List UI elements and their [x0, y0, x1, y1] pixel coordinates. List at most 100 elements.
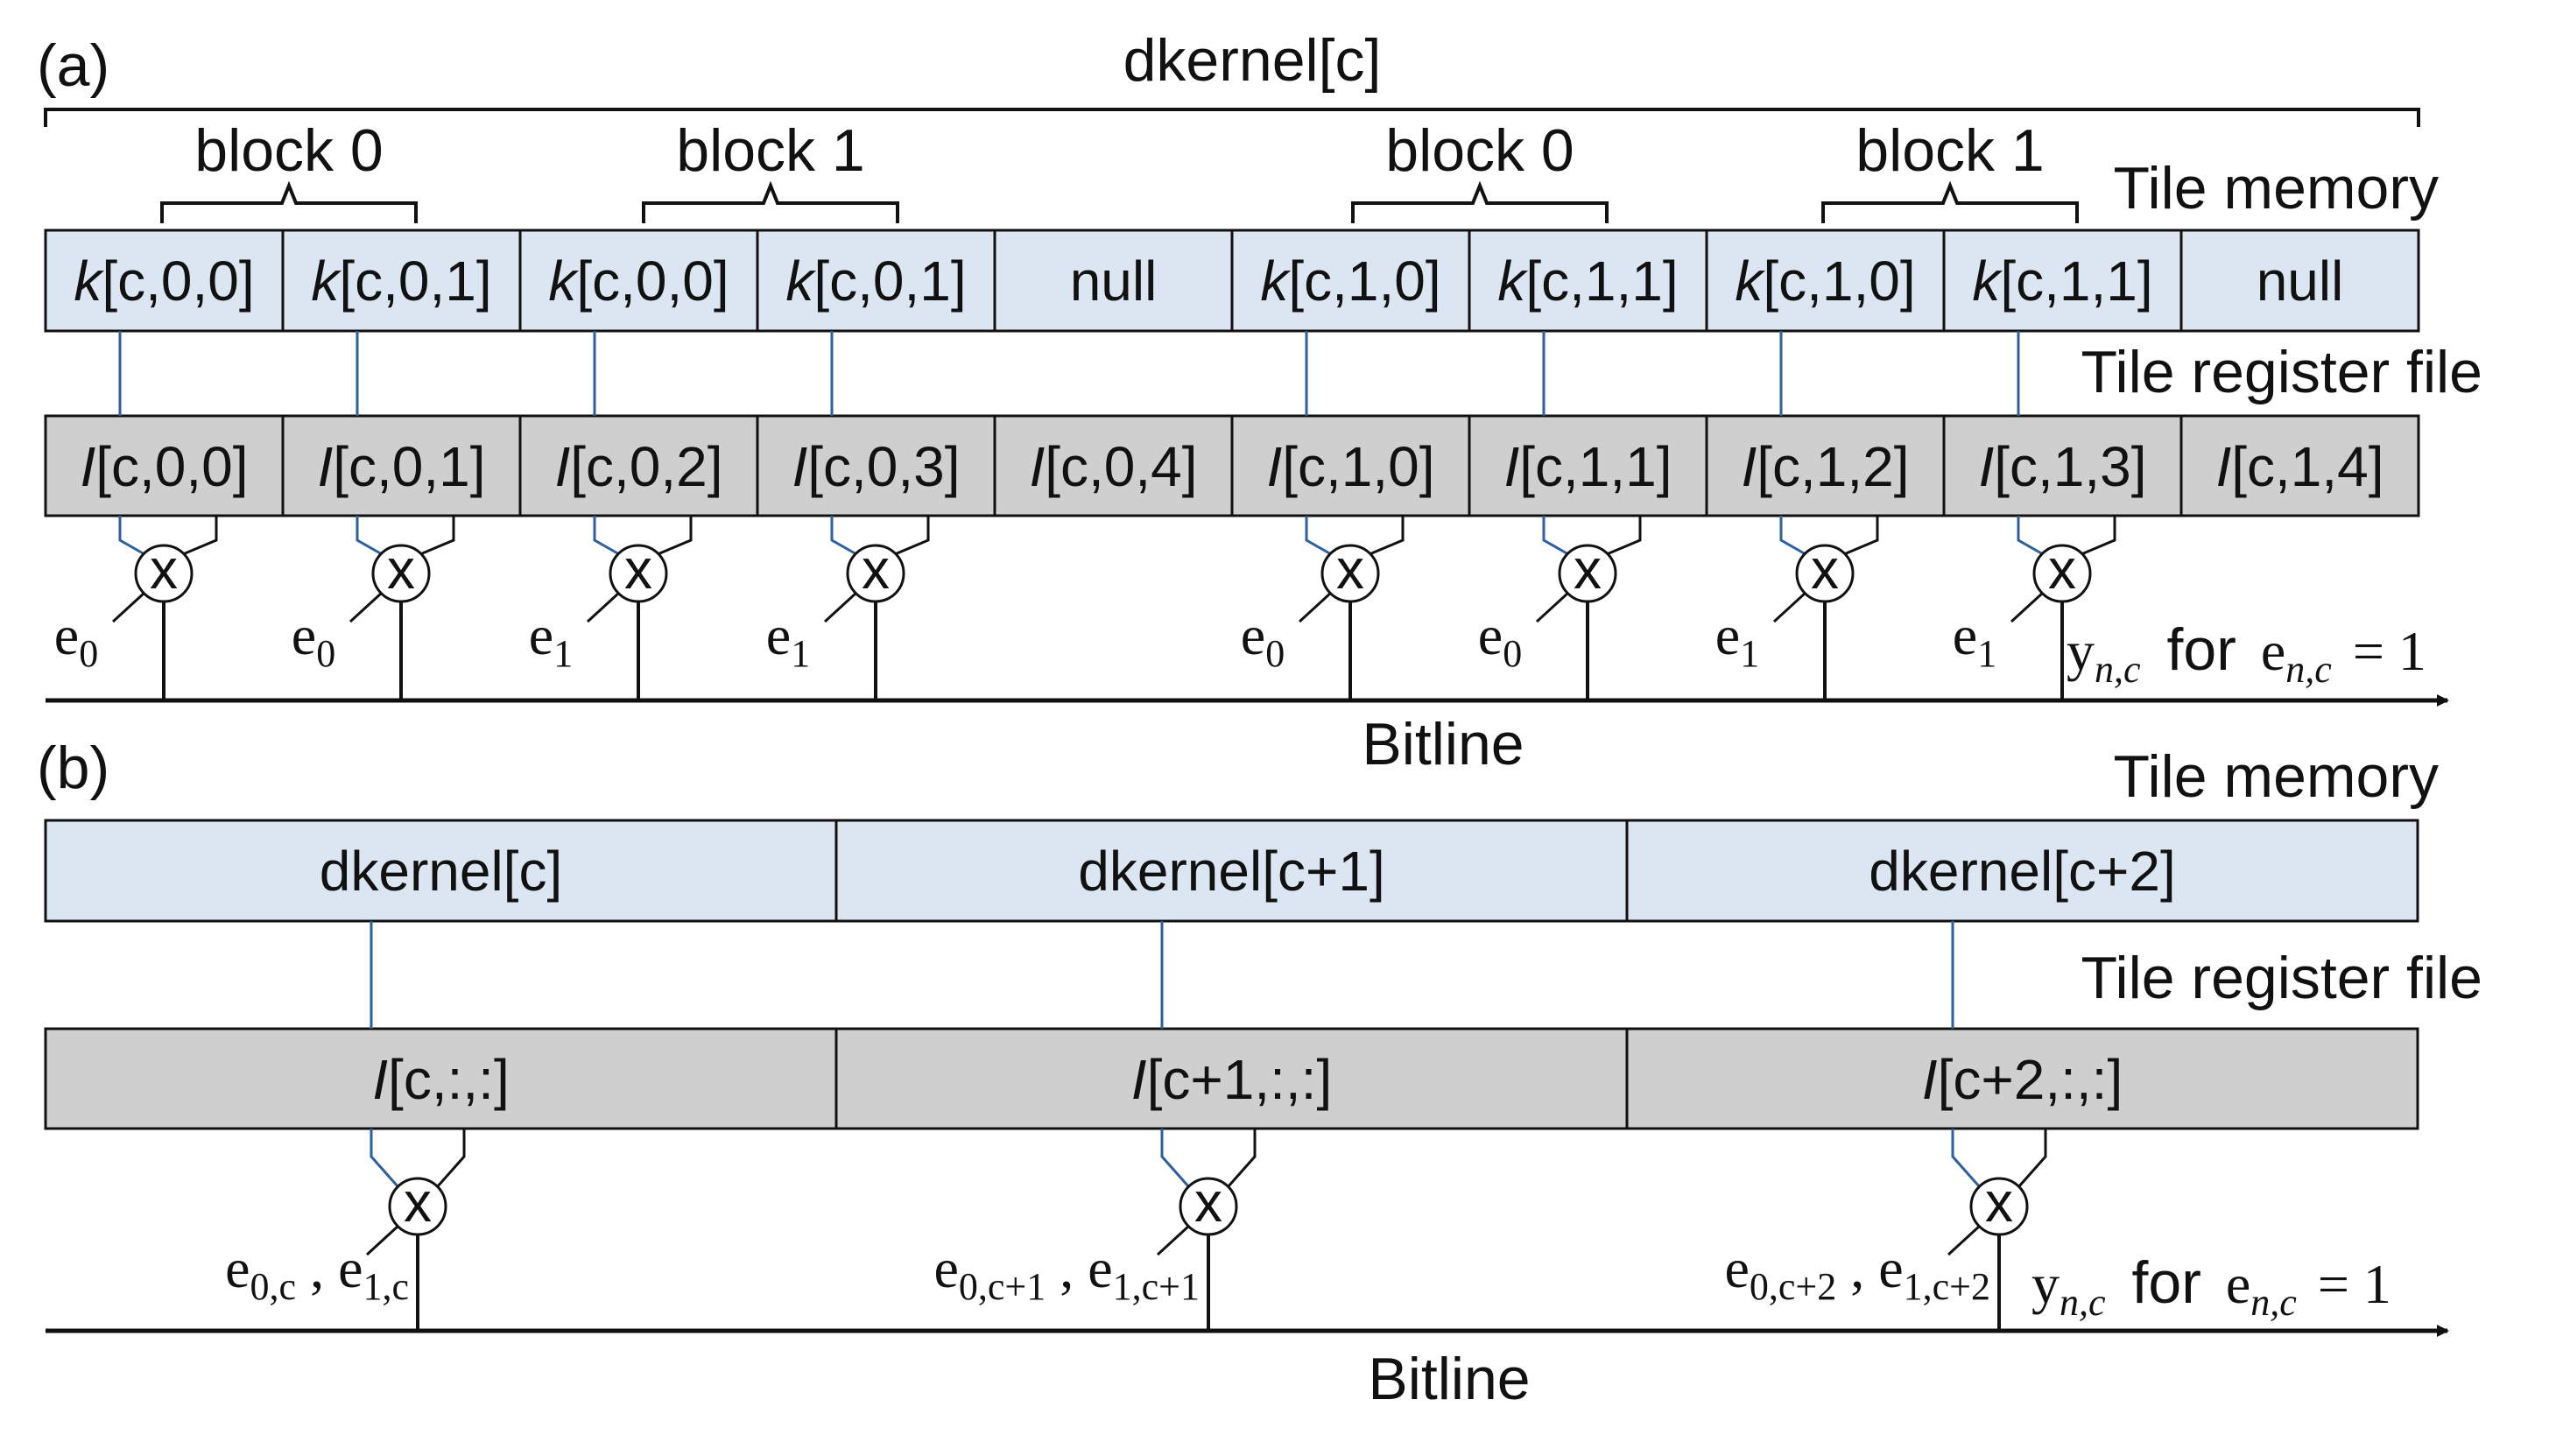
input-line — [419, 516, 455, 556]
memory-cell — [44, 819, 838, 923]
register-cell-label: I[c,0,3] — [792, 435, 960, 498]
dkernel-brace-label: dkernel[c] — [1123, 27, 1382, 94]
multiplier-symbol: x — [1574, 538, 1602, 601]
input-line — [657, 516, 693, 556]
block-label: block 0 — [194, 117, 383, 184]
memory-cell — [518, 229, 759, 333]
panel-a: (a) dkernel[c] Tile memory Tile register… — [37, 27, 2482, 777]
memory-cell — [1705, 229, 1946, 333]
register-cell — [834, 1027, 1629, 1130]
register-cell-label: I[c+2,:,:] — [1922, 1048, 2123, 1111]
register-cell — [1230, 414, 1471, 517]
register-cell — [1625, 1027, 2419, 1130]
enable-label: e1 — [766, 604, 810, 675]
memory-cell — [2179, 229, 2420, 333]
input-line — [2017, 1129, 2047, 1188]
register-cell-label: I[c,0,2] — [554, 435, 722, 498]
memory-cell-label: k[c,1,1] — [1497, 250, 1678, 313]
register-cell — [1468, 414, 1708, 517]
multiplier-symbol: x — [2048, 538, 2076, 601]
memory-cell-label: k[c,1,1] — [1972, 250, 2152, 313]
memory-cell — [1942, 229, 2183, 333]
memory-cell-label: k[c,1,0] — [1735, 250, 1915, 313]
enable-label: e0,c , e1,c — [225, 1237, 409, 1308]
enable-line — [111, 591, 146, 623]
enable-label: e1 — [1953, 604, 1996, 675]
enable-line — [1156, 1224, 1191, 1256]
panel-b: (b) Tile memory Tile register file dkern… — [37, 735, 2482, 1412]
block-brace — [642, 180, 899, 223]
multiplier-symbol: x — [862, 538, 890, 601]
input-line — [1606, 516, 1642, 556]
block-braces: block 0 block 1 block 0 block 1 — [160, 117, 2079, 223]
kernel-input-line — [1779, 516, 1806, 556]
kernel-input-line — [1542, 516, 1569, 556]
memory-cell-label: null — [2257, 250, 2344, 313]
tile-register-row-a: I[c,0,0]I[c,0,1]I[c,0,2]I[c,0,3]I[c,0,4]… — [44, 414, 2420, 517]
multiplier-symbol: x — [1194, 1171, 1222, 1234]
memory-cell — [993, 229, 1234, 333]
multiplier-symbol: x — [1985, 1171, 2013, 1234]
enable-label: e1 — [529, 604, 573, 675]
register-cell — [2179, 414, 2420, 517]
multiplier-symbol: x — [404, 1171, 432, 1234]
register-cell — [44, 1027, 838, 1130]
register-cell-label: I[c,:,:] — [372, 1048, 509, 1111]
input-line — [1369, 516, 1405, 556]
register-cell-label: I[c,1,2] — [1741, 435, 1909, 498]
tile-register-label-a: Tile register file — [2081, 339, 2482, 405]
block-brace — [160, 180, 418, 223]
enable-line — [1535, 591, 1570, 623]
input-line — [182, 516, 218, 556]
enable-label: e0 — [292, 604, 335, 675]
memory-cell-label: k[c,1,0] — [1260, 250, 1440, 313]
register-cell — [281, 414, 522, 517]
register-cell-label: I[c,1,0] — [1266, 435, 1434, 498]
multiplier-symbol: x — [1336, 538, 1364, 601]
enable-line — [1298, 591, 1333, 623]
kernel-input-line — [2017, 516, 2044, 556]
enable-label: e0,c+1 , e1,c+1 — [934, 1237, 1201, 1308]
memory-cell — [1468, 229, 1708, 333]
enable-line — [823, 591, 858, 623]
enable-line — [2010, 591, 2045, 623]
input-line — [1226, 1129, 1257, 1188]
memory-cell-label: dkernel[c+1] — [1078, 840, 1384, 903]
multiplier-symbol: x — [150, 538, 178, 601]
block-label: block 1 — [676, 117, 864, 184]
block-brace — [1821, 180, 2079, 223]
input-line — [894, 516, 930, 556]
multiplier-symbol: x — [1811, 538, 1839, 601]
register-cell — [518, 414, 759, 517]
register-cell-label: I[c,0,4] — [1029, 435, 1197, 498]
input-line — [1843, 516, 1879, 556]
input-line — [2081, 516, 2116, 556]
register-cell-label: I[c,1,1] — [1503, 435, 1672, 498]
multiplier-symbol: x — [387, 538, 415, 601]
kernel-input-line — [830, 516, 857, 556]
memory-cell — [1230, 229, 1471, 333]
tile-memory-row-b: dkernel[c]dkernel[c+1]dkernel[c+2] — [44, 819, 2419, 923]
register-cell — [1705, 414, 1946, 517]
kernel-input-line — [370, 1129, 400, 1188]
kernel-input-line — [593, 516, 620, 556]
kernel-input-line — [1160, 1129, 1191, 1188]
register-cell-label: I[c,0,0] — [80, 435, 248, 498]
enable-line — [1772, 591, 1807, 623]
register-cell-label: I[c,1,3] — [1978, 435, 2146, 498]
panel-b-label: (b) — [37, 735, 109, 801]
kernel-input-line — [1305, 516, 1332, 556]
memory-cell-label: k[c,0,0] — [74, 250, 254, 313]
bitline-label-a: Bitline — [1362, 711, 1524, 777]
register-cell-label: I[c,1,4] — [2215, 435, 2383, 498]
block-label: block 1 — [1855, 117, 2044, 184]
block-label: block 0 — [1385, 117, 1574, 184]
kernel-input-line — [1951, 1129, 1982, 1188]
memory-cell-label: dkernel[c] — [320, 840, 562, 903]
enable-label: e0 — [1478, 604, 1522, 675]
memory-cell-label: k[c,0,1] — [311, 250, 491, 313]
